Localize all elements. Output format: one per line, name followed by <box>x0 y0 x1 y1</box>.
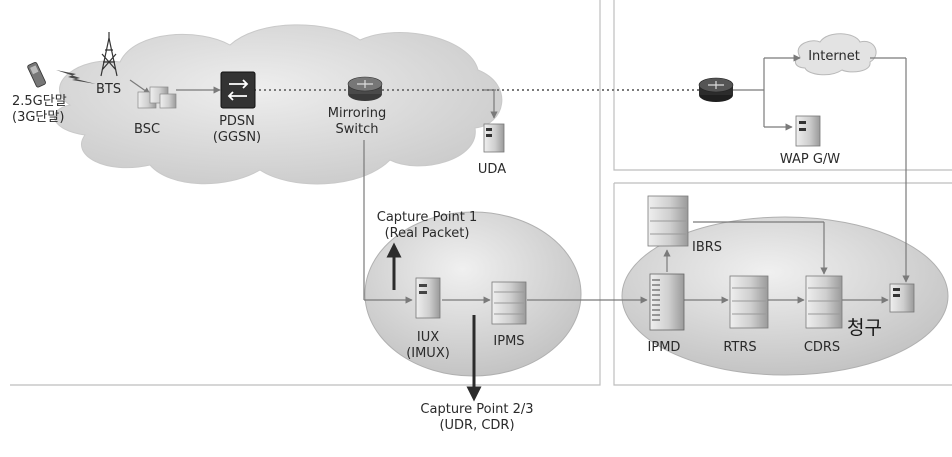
iux-label-line2: (IMUX) <box>406 346 450 361</box>
mirroring-label-line2: Switch <box>335 122 379 137</box>
bts-label: BTS <box>96 82 122 97</box>
capture-point-1-line1: Capture Point 1 <box>376 210 478 225</box>
billing-label: 청구 <box>847 317 882 339</box>
signal-icon <box>56 70 96 84</box>
terminal-label-line2: (3G단말) <box>12 110 65 125</box>
mobile-network-cloud <box>53 24 503 185</box>
rtrs-server-icon <box>729 275 769 329</box>
pdsn-label-line1: PDSN <box>219 114 255 129</box>
capture-point-1-label: Capture Point 1 (Real Packet) <box>377 210 478 242</box>
connection-lines <box>129 54 910 304</box>
mobile-phone-icon <box>27 62 46 88</box>
wap-gw-label: WAP G/W <box>779 152 841 167</box>
billing-server-icon <box>889 283 915 313</box>
iux-label-line1: IUX <box>416 330 440 345</box>
cdrs-label: CDRS <box>803 340 841 355</box>
internet-label: Internet <box>808 49 860 64</box>
router-icon <box>698 77 734 102</box>
wap-gw-server-icon <box>795 115 821 147</box>
ipmd-label: IPMD <box>647 340 681 355</box>
bsc-label: BSC <box>134 122 161 137</box>
mirroring-label-line1: Mirroring <box>327 106 387 121</box>
uda-server-icon <box>483 123 505 153</box>
billing-ellipse <box>621 216 949 376</box>
capture-point-23-label: Capture Point 2/3 (UDR, CDR) <box>420 402 533 434</box>
terminal-label: 2.5G단말 (3G단말) <box>12 94 67 126</box>
mirroring-switch-label: Mirroring Switch <box>328 106 386 138</box>
capture-point-23-line2: (UDR, CDR) <box>439 418 515 433</box>
terminal-label-line1: 2.5G단말 <box>12 94 67 109</box>
uda-label: UDA <box>477 162 507 177</box>
ipms-label: IPMS <box>493 334 525 349</box>
rtrs-label: RTRS <box>723 340 757 355</box>
ibrs-label: IBRS <box>692 240 723 255</box>
ipms-server-icon <box>491 281 527 325</box>
mirroring-switch-icon <box>347 76 383 101</box>
bts-tower-icon <box>100 32 118 77</box>
internet-cloud <box>794 33 877 76</box>
bsc-icon <box>137 86 177 109</box>
pdsn-label: PDSN (GGSN) <box>213 114 261 146</box>
iux-server-icon <box>415 277 441 319</box>
cdrs-server-icon <box>805 275 843 329</box>
iux-label: IUX (IMUX) <box>406 330 450 362</box>
pdsn-switch-icon <box>220 71 256 109</box>
ipmd-server-icon <box>649 273 685 331</box>
pdsn-label-line2: (GGSN) <box>212 130 262 145</box>
capture-point-1-line2: (Real Packet) <box>384 226 470 241</box>
panel-borders <box>10 0 952 386</box>
ibrs-server-icon <box>647 195 689 247</box>
capture-point-23-line1: Capture Point 2/3 <box>420 402 534 417</box>
